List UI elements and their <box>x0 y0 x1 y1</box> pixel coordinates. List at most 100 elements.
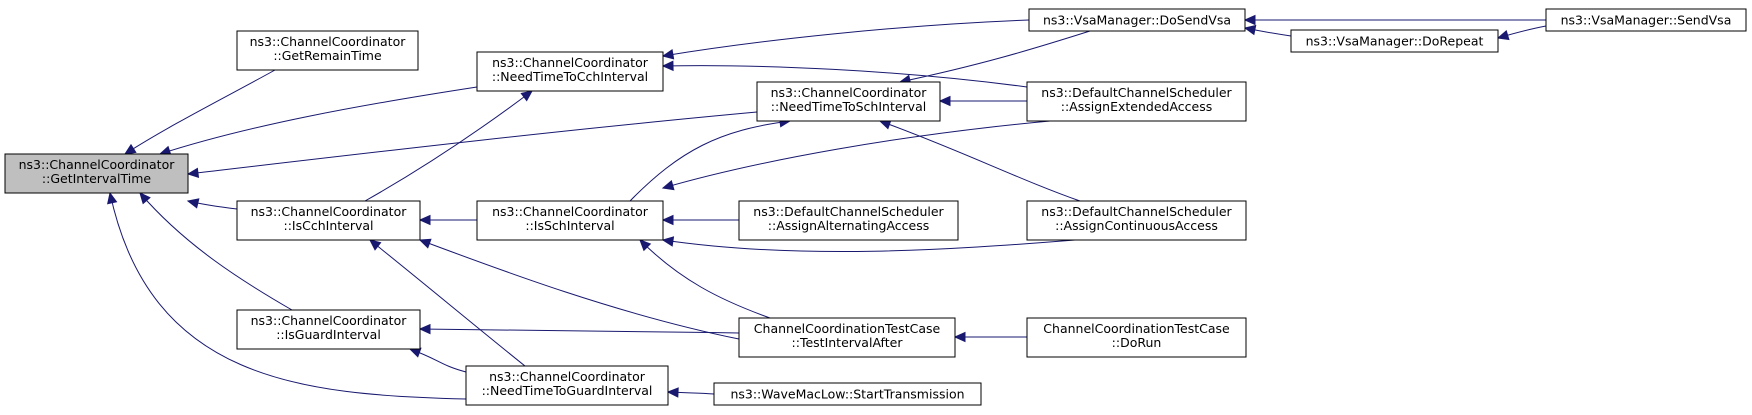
edge-line <box>629 120 791 202</box>
node-label: ::NeedTimeToSchInterval <box>771 99 926 114</box>
edge-arrowhead <box>520 90 533 102</box>
node-box <box>1026 200 1247 241</box>
graph-node[interactable]: ns3::ChannelCoordinator::NeedTimeToSchIn… <box>756 81 941 122</box>
node-label: ns3::VsaManager::DoSendVsa <box>1043 13 1231 28</box>
edge-line <box>662 19 1030 57</box>
edge-line <box>124 69 276 155</box>
node-label: ns3::ChannelCoordinator <box>251 204 408 219</box>
edge-arrowhead <box>661 180 675 191</box>
edge-line <box>159 86 478 155</box>
node-label: ::IsCchInterval <box>283 218 373 233</box>
edge-arrowhead <box>938 95 951 107</box>
edge-arrowhead <box>661 214 674 226</box>
node-label: ::AssignContinuousAccess <box>1055 218 1218 233</box>
edge-arrowhead <box>139 192 151 205</box>
graph-node[interactable]: ChannelCoordinationTestCase::DoRun <box>1026 317 1247 358</box>
graph-node[interactable]: ns3::DefaultChannelScheduler::AssignAlte… <box>738 200 959 241</box>
graph-node[interactable]: ns3::WaveMacLow::StartTransmission <box>713 382 982 406</box>
edge-arrowhead <box>186 198 200 209</box>
graph-edge-n5-to-n3 <box>629 117 792 202</box>
graph-node[interactable]: ns3::ChannelCoordinator::NeedTimeToGuard… <box>465 365 669 406</box>
node-label: ns3::ChannelCoordinator <box>492 55 649 70</box>
node-box <box>476 51 664 92</box>
graph-node[interactable]: ns3::VsaManager::SendVsa <box>1545 8 1747 32</box>
node-label: ::IsSchInterval <box>525 218 614 233</box>
graph-node[interactable]: ns3::ChannelCoordinator::GetRemainTime <box>236 30 419 71</box>
graph-edge-n9-to-n10 <box>1496 25 1547 41</box>
node-label: ns3::ChannelCoordinator <box>492 204 649 219</box>
graph-edge-n8-to-n2 <box>661 19 1030 60</box>
graph-edge-n7-to-n6 <box>408 347 467 373</box>
graph-edge-n11-to-n2 <box>661 60 1028 88</box>
graph-edge-n7-to-n0 <box>107 191 467 400</box>
node-box <box>465 365 669 406</box>
edge-arrowhead <box>107 191 118 205</box>
edge-arrowhead <box>1243 14 1256 26</box>
node-label: ::IsGuardInterval <box>276 327 381 342</box>
node-box <box>738 317 956 358</box>
graph-node[interactable]: ChannelCoordinationTestCase::TestInterva… <box>738 317 956 358</box>
node-box <box>236 30 419 71</box>
node-box <box>1028 8 1246 32</box>
node-label: ChannelCoordinationTestCase <box>754 321 941 336</box>
node-box <box>1290 29 1499 53</box>
edge-line <box>364 90 533 202</box>
edge-line <box>662 120 1051 189</box>
edge-arrowhead <box>666 387 679 398</box>
edge-line <box>419 328 740 334</box>
graph-edge-n13-to-n5 <box>661 236 1076 253</box>
graph-node[interactable]: ns3::ChannelCoordinator::IsSchInterval <box>476 200 664 241</box>
graph-edge-n3-to-n0 <box>186 111 758 179</box>
edge-line <box>369 239 526 367</box>
graph-edge-n11-to-n5 <box>661 120 1051 191</box>
graph-edge-n5-to-n4 <box>418 214 477 226</box>
node-label: ns3::VsaManager::DoRepeat <box>1306 34 1484 49</box>
node-label: ChannelCoordinationTestCase <box>1043 321 1230 336</box>
edge-arrowhead <box>418 323 431 335</box>
edge-arrowhead <box>661 49 675 60</box>
node-box <box>738 200 959 241</box>
node-label: ns3::ChannelCoordinator <box>489 369 646 384</box>
graph-edge-n7-to-n4 <box>369 239 526 367</box>
graph-edge-n2-to-n0 <box>158 86 478 156</box>
graph-node[interactable]: ns3::ChannelCoordinator::IsCchInterval <box>236 200 421 241</box>
edge-arrowhead <box>418 214 431 226</box>
node-label: ns3::DefaultChannelScheduler <box>753 204 944 219</box>
edge-line <box>419 239 740 340</box>
node-label: ::AssignAlternatingAccess <box>768 218 929 233</box>
edge-arrowhead <box>1496 30 1510 41</box>
graph-edge-n13-to-n3 <box>878 119 1081 202</box>
edge-line <box>662 65 1028 88</box>
node-label: ns3::DefaultChannelScheduler <box>1041 85 1232 100</box>
graph-node[interactable]: ns3::VsaManager::DoSendVsa <box>1028 8 1246 32</box>
node-label: ::GetIntervalTime <box>42 171 151 186</box>
edge-arrowhead <box>186 167 200 179</box>
graph-edge-n9-to-n8 <box>1243 14 1546 26</box>
graph-edge-n6-to-n0 <box>139 192 293 311</box>
graph-node[interactable]: ns3::DefaultChannelScheduler::AssignExte… <box>1026 81 1247 122</box>
node-box <box>1026 81 1247 122</box>
graph-nodes: ns3::ChannelCoordinator::GetIntervalTime… <box>4 8 1747 406</box>
node-label: ::TestIntervalAfter <box>792 335 904 350</box>
node-label: ::NeedTimeToCchInterval <box>492 69 648 84</box>
edge-arrowhead <box>953 331 966 343</box>
node-box <box>476 200 664 241</box>
graph-node[interactable]: ns3::VsaManager::DoRepeat <box>1290 29 1499 53</box>
graph-edge-n14-to-n6 <box>418 323 740 335</box>
edge-line <box>879 120 1081 202</box>
edge-line <box>139 192 293 311</box>
graph-edge-n12-to-n5 <box>661 214 739 226</box>
graph-node[interactable]: ns3::ChannelCoordinator::NeedTimeToCchIn… <box>476 51 664 92</box>
node-box <box>713 382 982 406</box>
node-box <box>236 309 421 350</box>
edge-arrowhead <box>639 239 652 252</box>
edge-line <box>662 239 1076 253</box>
graph-node-root[interactable]: ns3::ChannelCoordinator::GetIntervalTime <box>4 153 189 194</box>
edge-arrowhead <box>661 60 674 72</box>
graph-node[interactable]: ns3::ChannelCoordinator::IsGuardInterval <box>236 309 421 350</box>
node-label: ns3::ChannelCoordinator <box>771 85 928 100</box>
node-label: ns3::ChannelCoordinator <box>251 313 408 328</box>
graph-node[interactable]: ns3::DefaultChannelScheduler::AssignCont… <box>1026 200 1247 241</box>
node-label: ns3::ChannelCoordinator <box>250 34 407 49</box>
edge-arrowhead <box>418 238 432 249</box>
